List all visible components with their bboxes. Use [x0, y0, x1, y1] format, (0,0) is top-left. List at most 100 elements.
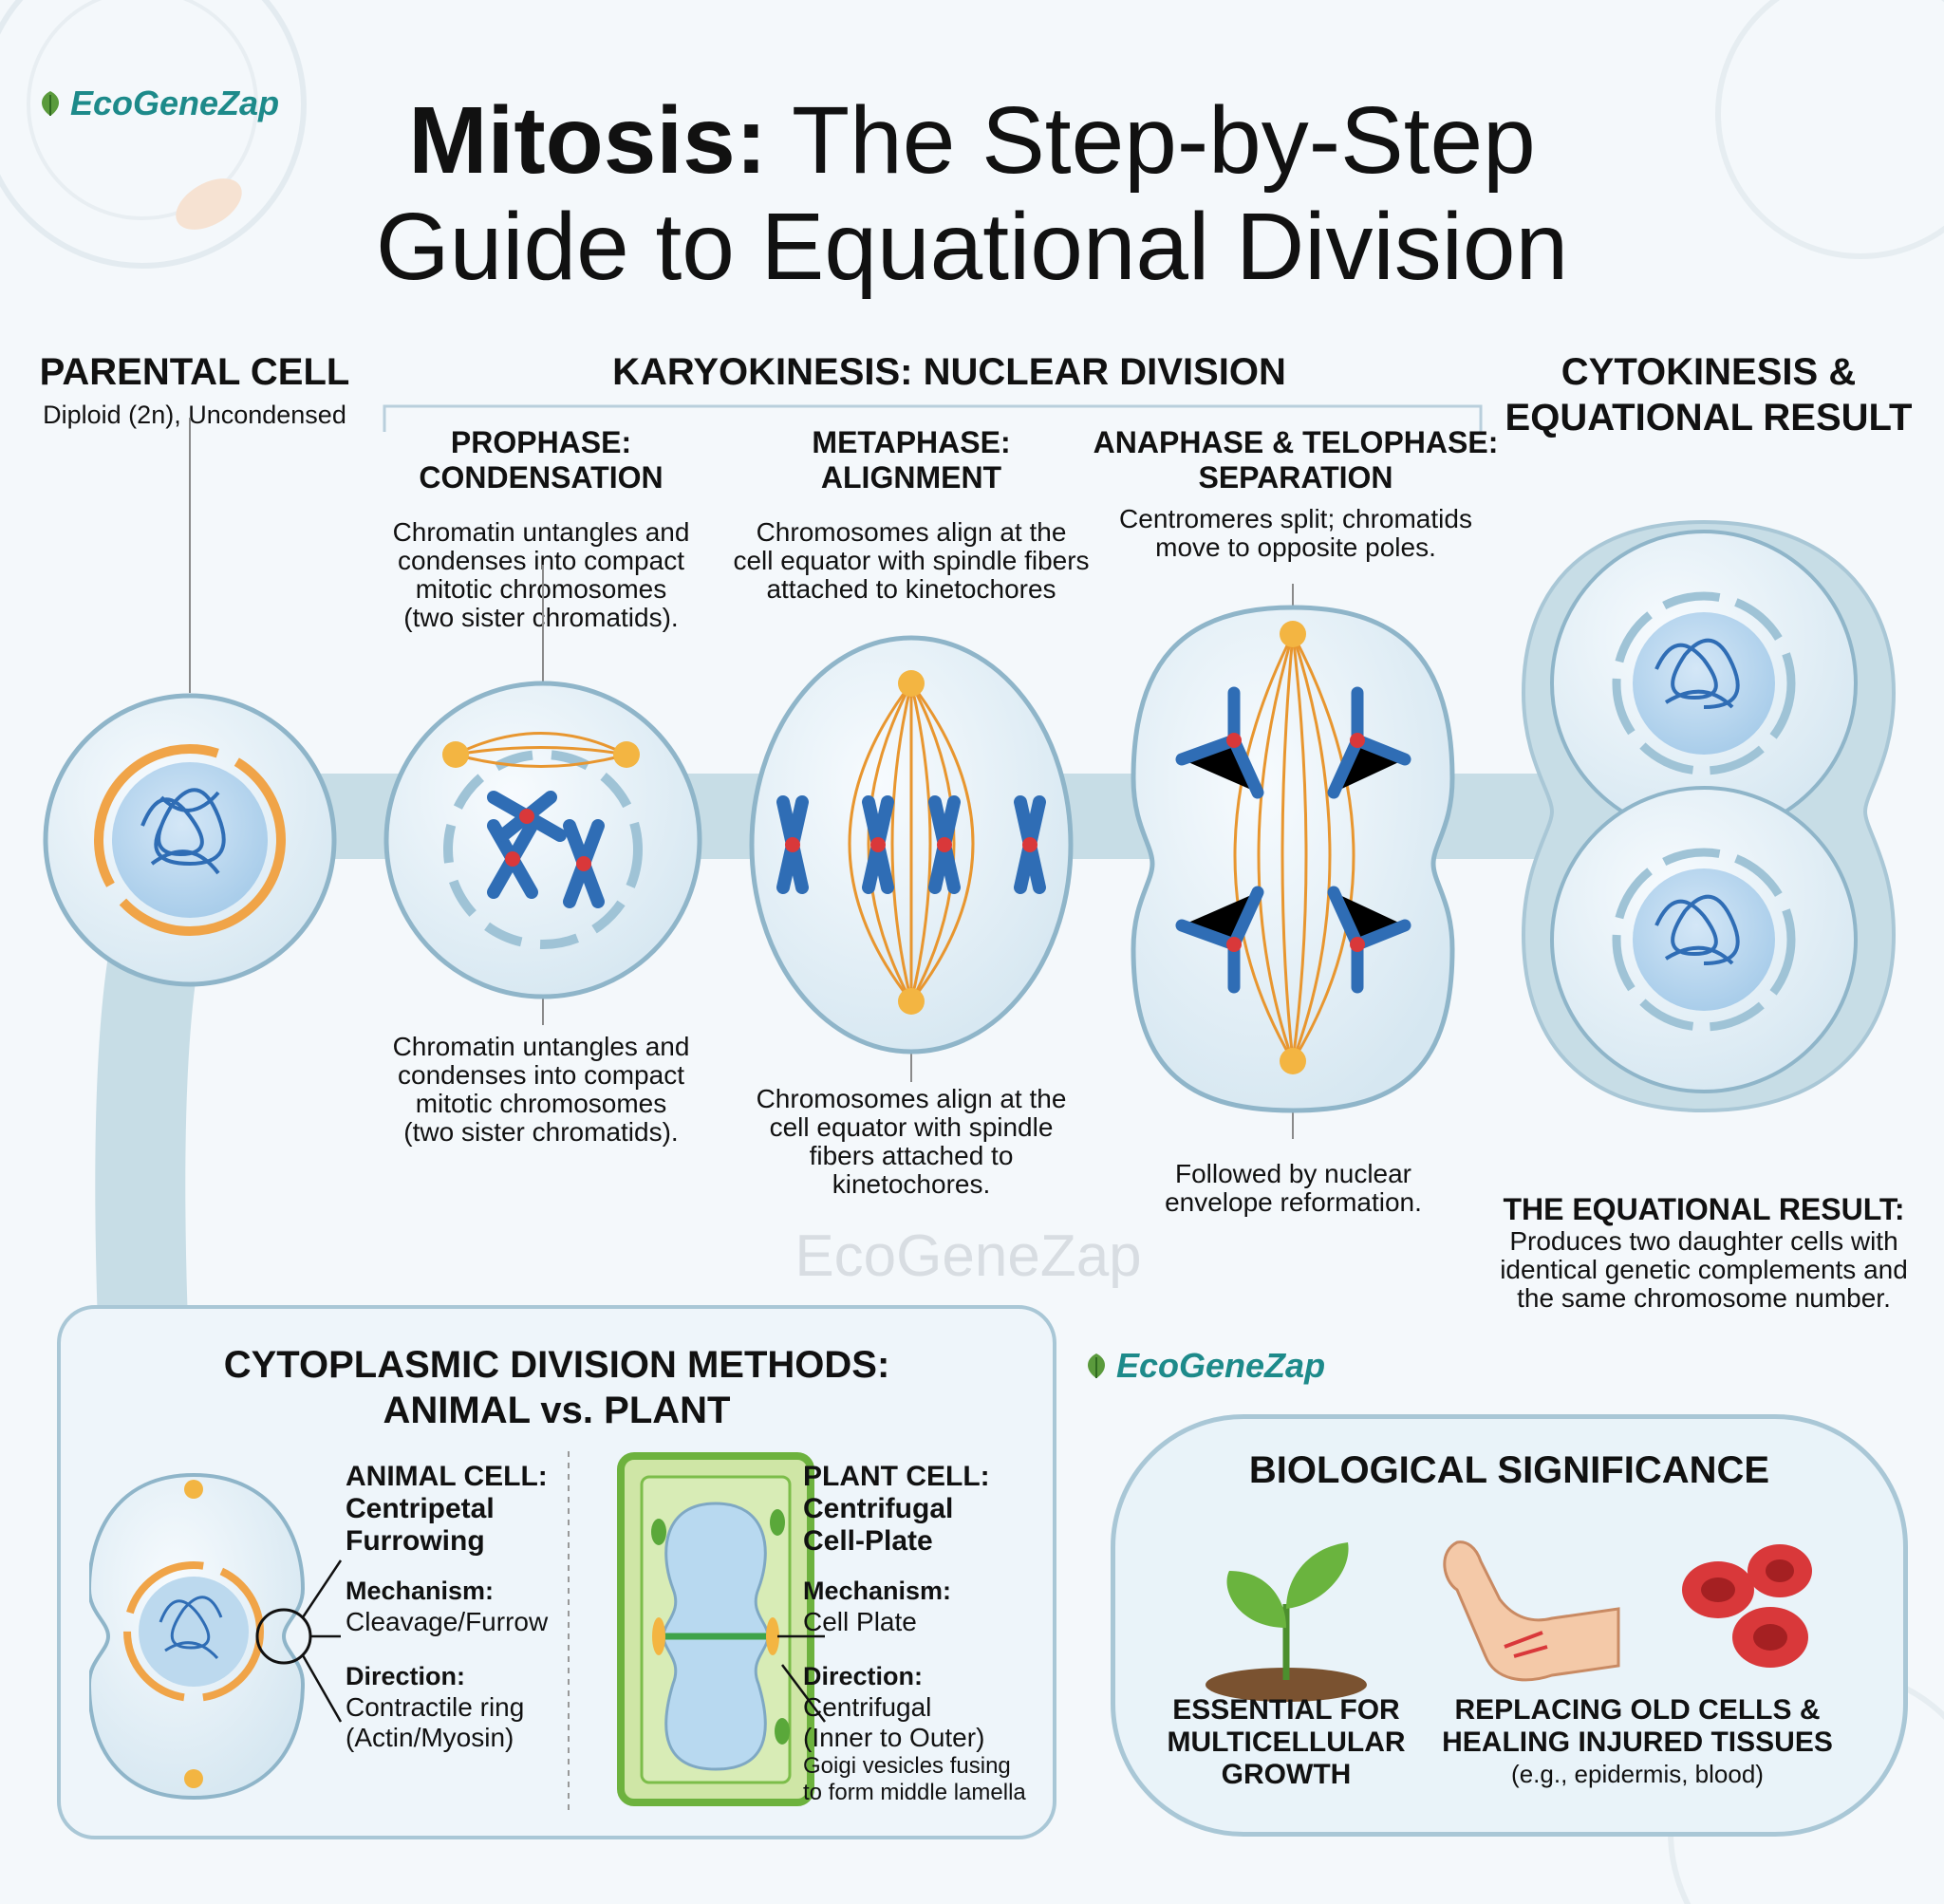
cytoplasmic-division-panel: CYTOPLASMIC DIVISION METHODS: ANIMAL vs.…: [57, 1305, 1056, 1839]
red-blood-cells-icon: [1682, 1544, 1812, 1668]
animal-cell-illustration: [89, 1472, 343, 1801]
prophase-top-desc: Chromatin untangles and condenses into c…: [370, 518, 712, 632]
plant-title-line3: Cell-Plate: [803, 1525, 933, 1557]
karyokinesis-bracket: [383, 404, 1483, 432]
item-line: GROWTH: [1221, 1759, 1352, 1790]
animal-title-line2: Centripetal: [346, 1493, 495, 1524]
karyokinesis-heading: KARYOKINESIS: NUCLEAR DIVISION: [612, 351, 1286, 393]
leaf-icon: [1088, 1353, 1105, 1378]
plant-note: Goigi vesicles fusing: [803, 1753, 1011, 1779]
metaphase-heading-line2: ALIGNMENT: [820, 460, 1002, 495]
plant-cell-text: PLANT CELL: Centrifugal Cell-Plate Mecha…: [803, 1461, 1026, 1806]
plant-mechanism-label: Mechanism:: [803, 1577, 952, 1605]
desc-line: Followed by nuclear: [1174, 1159, 1412, 1188]
desc-line: mitotic chromosomes: [415, 1089, 667, 1118]
desc-line: kinetochores.: [832, 1169, 991, 1199]
significance-icons: [1206, 1540, 1812, 1702]
flexed-arm-icon: [1443, 1540, 1620, 1682]
prophase-cell: [383, 565, 702, 1025]
desc-line: Centromeres split; chromatids: [1119, 504, 1472, 533]
daughter-cells: [1521, 519, 1897, 1113]
significance-heading: BIOLOGICAL SIGNIFICANCE: [1248, 1449, 1770, 1491]
animal-direction-value-line2: (Actin/Myosin): [346, 1723, 514, 1752]
methods-heading-line1: CYTOPLASMIC DIVISION METHODS:: [223, 1344, 890, 1386]
metaphase-heading-line1: METAPHASE:: [812, 425, 1011, 459]
item-line: HEALING INJURED TISSUES: [1442, 1727, 1833, 1758]
desc-line: envelope reformation.: [1165, 1187, 1422, 1217]
plant-title-line2: Centrifugal: [803, 1493, 954, 1524]
cytokinesis-heading-line1: CYTOKINESIS &: [1561, 351, 1857, 393]
parental-heading: PARENTAL CELL: [39, 351, 350, 393]
page-title: Mitosis: The Step-by-Step Guide to Equat…: [0, 87, 1944, 300]
animal-title-line3: Furrowing: [346, 1525, 485, 1557]
significance-item-growth: ESSENTIAL FOR MULTICELLULAR GROWTH: [1153, 1694, 1419, 1791]
anaphase-cell: [1131, 584, 1455, 1139]
equational-result-heading: THE EQUATIONAL RESULT:: [1503, 1192, 1905, 1226]
desc-line: move to opposite poles.: [1155, 532, 1436, 562]
brand-name: EcoGeneZap: [1116, 1346, 1326, 1385]
prophase-heading-line1: PROPHASE:: [450, 425, 632, 459]
brand-logo-bottom: EcoGeneZap: [1082, 1346, 1325, 1386]
item-line: MULTICELLULAR: [1167, 1727, 1406, 1758]
animal-cell-text: ANIMAL CELL: Centripetal Furrowing Mecha…: [346, 1461, 548, 1753]
desc-line: (two sister chromatids).: [403, 1117, 679, 1147]
cytokinesis-heading: CYTOKINESIS & EQUATIONAL RESULT: [1490, 349, 1927, 440]
desc-line: identical genetic complements and: [1500, 1255, 1908, 1284]
seedling-icon: [1206, 1542, 1367, 1702]
animal-mechanism-value: Cleavage/Furrow: [346, 1607, 549, 1636]
item-sub: (e.g., epidermis, blood): [1511, 1760, 1764, 1788]
animal-title: ANIMAL CELL:: [346, 1461, 548, 1492]
desc-line: attached to kinetochores: [766, 574, 1056, 604]
title-line2: Guide to Equational Division: [375, 194, 1569, 300]
item-line: ESSENTIAL FOR: [1172, 1694, 1400, 1726]
desc-line: Chromatin untangles and: [392, 1032, 690, 1061]
plant-direction-value-line2: (Inner to Outer): [803, 1723, 985, 1752]
plant-cell-illustration: [617, 1452, 826, 1806]
metaphase-top-desc: Chromosomes align at the cell equator wi…: [721, 518, 1101, 604]
anaphase-heading: ANAPHASE & TELOPHASE: SEPARATION: [1092, 425, 1500, 495]
anaphase-heading-line2: SEPARATION: [1198, 460, 1393, 495]
biological-significance-panel: BIOLOGICAL SIGNIFICANCE ESSENTIAL FOR MU…: [1111, 1414, 1908, 1837]
anaphase-heading-line1: ANAPHASE & TELOPHASE:: [1093, 425, 1499, 459]
desc-line: condenses into compact: [398, 546, 684, 575]
brand-name: EcoGeneZap: [70, 84, 280, 122]
desc-line: Chromosomes align at the: [756, 1084, 1067, 1113]
desc-line: condenses into compact: [398, 1060, 684, 1090]
metaphase-heading: METAPHASE: ALIGNMENT: [750, 425, 1073, 495]
desc-line: (two sister chromatids).: [403, 603, 679, 632]
plant-direction-value: Centrifugal: [803, 1692, 932, 1722]
parental-sub: Diploid (2n), Uncondensed: [43, 401, 346, 429]
plant-direction-label: Direction:: [803, 1662, 924, 1690]
parental-cell: [43, 418, 337, 987]
desc-line: cell equator with spindle: [769, 1112, 1054, 1142]
desc-line: Produces two daughter cells with: [1509, 1226, 1898, 1256]
significance-item-healing: REPLACING OLD CELLS & HEALING INJURED TI…: [1429, 1694, 1846, 1789]
cytokinesis-heading-line2: EQUATIONAL RESULT: [1505, 397, 1913, 439]
metaphase-bottom-desc: Chromosomes align at the cell equator wi…: [740, 1085, 1082, 1199]
prophase-heading: PROPHASE: CONDENSATION: [380, 425, 702, 495]
desc-line: the same chromosome number.: [1517, 1283, 1891, 1313]
desc-line: Chromatin untangles and: [392, 517, 690, 547]
brand-logo-top: EcoGeneZap: [36, 84, 279, 123]
desc-line: fibers attached to: [809, 1141, 1014, 1170]
equational-result: THE EQUATIONAL RESULT: Produces two daug…: [1481, 1191, 1927, 1313]
title-rest: The Step-by-Step: [767, 87, 1536, 194]
metaphase-cell: [749, 635, 1074, 1082]
watermark: EcoGeneZap: [794, 1223, 1142, 1289]
animal-direction-label: Direction:: [346, 1662, 466, 1690]
title-bold: Mitosis:: [408, 87, 768, 194]
plant-title: PLANT CELL:: [803, 1461, 990, 1492]
animal-direction-value: Contractile ring: [346, 1692, 525, 1722]
mitosis-stages-diagram: [43, 418, 1897, 1139]
desc-line: mitotic chromosomes: [415, 574, 667, 604]
plant-mechanism-value: Cell Plate: [803, 1607, 917, 1636]
desc-line: Chromosomes align at the: [756, 517, 1067, 547]
anaphase-bottom-desc: Followed by nuclear envelope reformation…: [1120, 1160, 1467, 1217]
methods-heading-line2: ANIMAL vs. PLANT: [383, 1390, 731, 1431]
item-line: REPLACING OLD CELLS &: [1454, 1694, 1821, 1726]
desc-line: cell equator with spindle fibers: [733, 546, 1090, 575]
methods-diagram: [89, 1451, 826, 1812]
methods-heading: CYTOPLASMIC DIVISION METHODS: ANIMAL vs.…: [61, 1342, 1053, 1433]
prophase-bottom-desc: Chromatin untangles and condenses into c…: [370, 1033, 712, 1147]
leaf-icon: [42, 91, 59, 116]
